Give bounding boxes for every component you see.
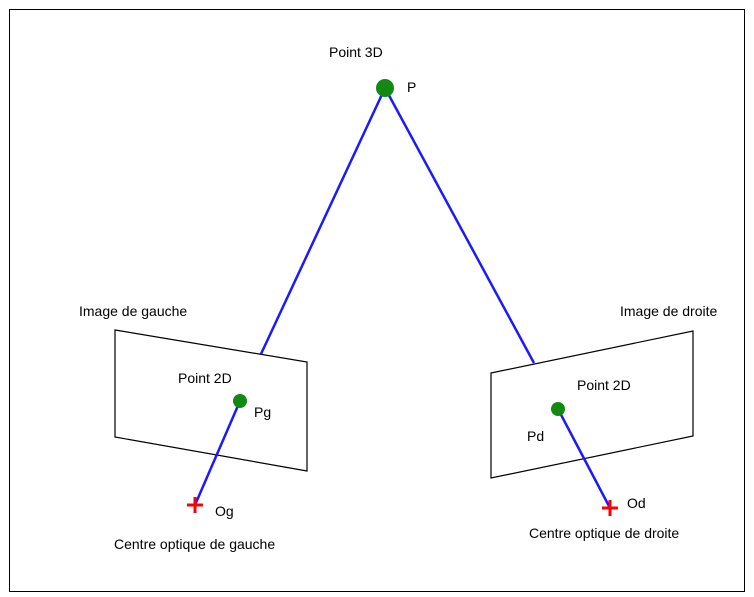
label-od: Od (627, 495, 646, 511)
label-point-2d-right: Point 2D (577, 377, 631, 393)
label-point-3d: Point 3D (329, 44, 383, 60)
left-image-plane (114, 329, 308, 472)
ray-pd-to-od (556, 408, 612, 509)
label-center-right: Centre optique de droite (529, 525, 679, 541)
label-og: Og (215, 503, 234, 519)
label-point-2d-left: Point 2D (178, 370, 232, 386)
label-pg: Pg (254, 404, 271, 420)
pg-dot-icon (233, 394, 247, 408)
point-3d-dot-icon (376, 79, 394, 97)
label-p: P (407, 79, 416, 95)
label-image-right: Image de droite (620, 303, 717, 319)
od-cross-icon (602, 500, 618, 516)
ray-pg-to-og (193, 400, 242, 506)
pd-dot-icon (551, 402, 565, 416)
og-cross-icon (187, 497, 203, 513)
ray-p-to-right-plane (383, 87, 536, 364)
right-image-plane (490, 330, 694, 479)
label-center-left: Centre optique de gauche (114, 536, 275, 552)
label-image-left: Image de gauche (79, 303, 187, 319)
label-pd: Pd (527, 428, 544, 444)
ray-p-to-left-plane (259, 87, 387, 355)
